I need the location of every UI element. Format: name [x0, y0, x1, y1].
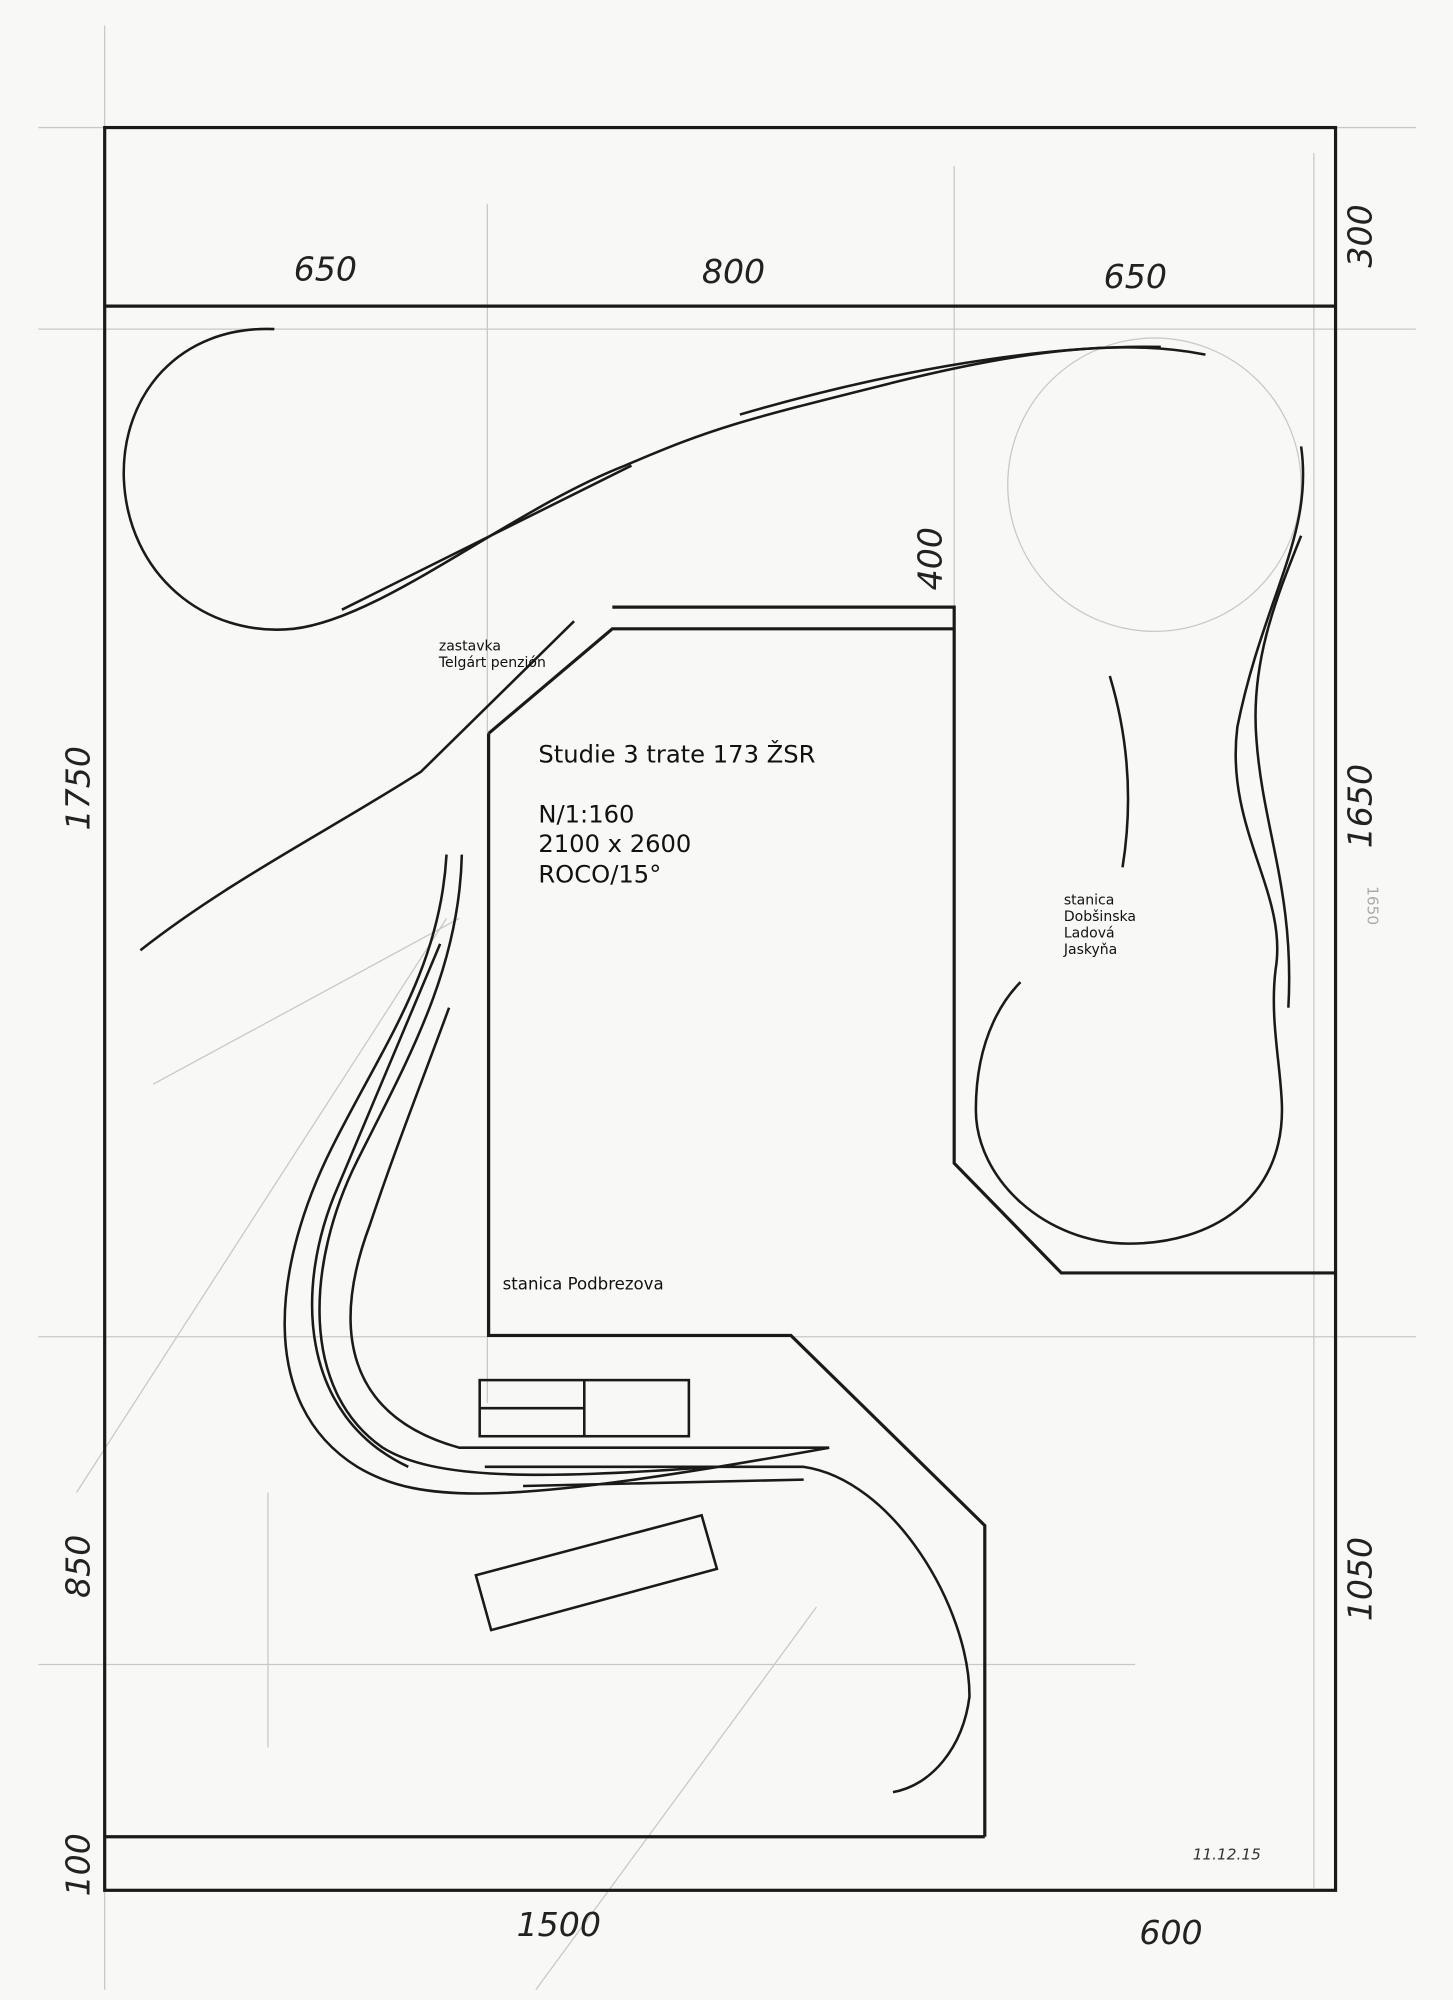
- pencil-guides: [38, 25, 1416, 1991]
- stop-label-line1: zastavka: [439, 639, 501, 655]
- plan-scale: N/1:160: [538, 801, 634, 829]
- dim-bottom-1: 1500: [517, 1905, 601, 1944]
- station-dobsinska-line1: stanica: [1064, 892, 1114, 908]
- dim-top-1: 650: [294, 250, 357, 289]
- tracks: [122, 327, 1305, 1794]
- board-outline: [103, 125, 1338, 1892]
- station-podbrezova: stanica Podbrezova: [503, 1275, 664, 1294]
- stop-label-line2: Telgárt penzión: [438, 655, 546, 671]
- station-dobsinska-line2: Dobšinska: [1064, 909, 1136, 925]
- dim-inner: 400: [910, 527, 949, 590]
- dim-left-3: 100: [58, 1833, 97, 1896]
- dim-right-3: 1050: [1340, 1537, 1379, 1621]
- dim-top-2: 800: [702, 252, 765, 291]
- dim-left-1: 1750: [58, 746, 97, 830]
- dim-bottom-2: 600: [1139, 1913, 1202, 1952]
- dim-right-1: 300: [1340, 204, 1379, 267]
- station-dobsinska-line4: Jaskyňa: [1063, 942, 1117, 958]
- plan-title: Studie 3 trate 173 ŽSR: [538, 740, 815, 769]
- buildings: [474, 1378, 719, 1632]
- station-dobsinska-line3: Ladová: [1064, 926, 1115, 942]
- plan-system: ROCO/15°: [538, 861, 661, 889]
- dim-left-2: 850: [58, 1535, 97, 1598]
- pencil-note: 1650: [1363, 886, 1381, 925]
- date-signature: 11.12.15: [1193, 1846, 1261, 1864]
- dim-top-3: 650: [1104, 257, 1167, 296]
- pencil-circle: [1007, 337, 1302, 633]
- dim-right-2: 1650: [1340, 764, 1379, 848]
- plan-size: 2100 x 2600: [538, 830, 691, 858]
